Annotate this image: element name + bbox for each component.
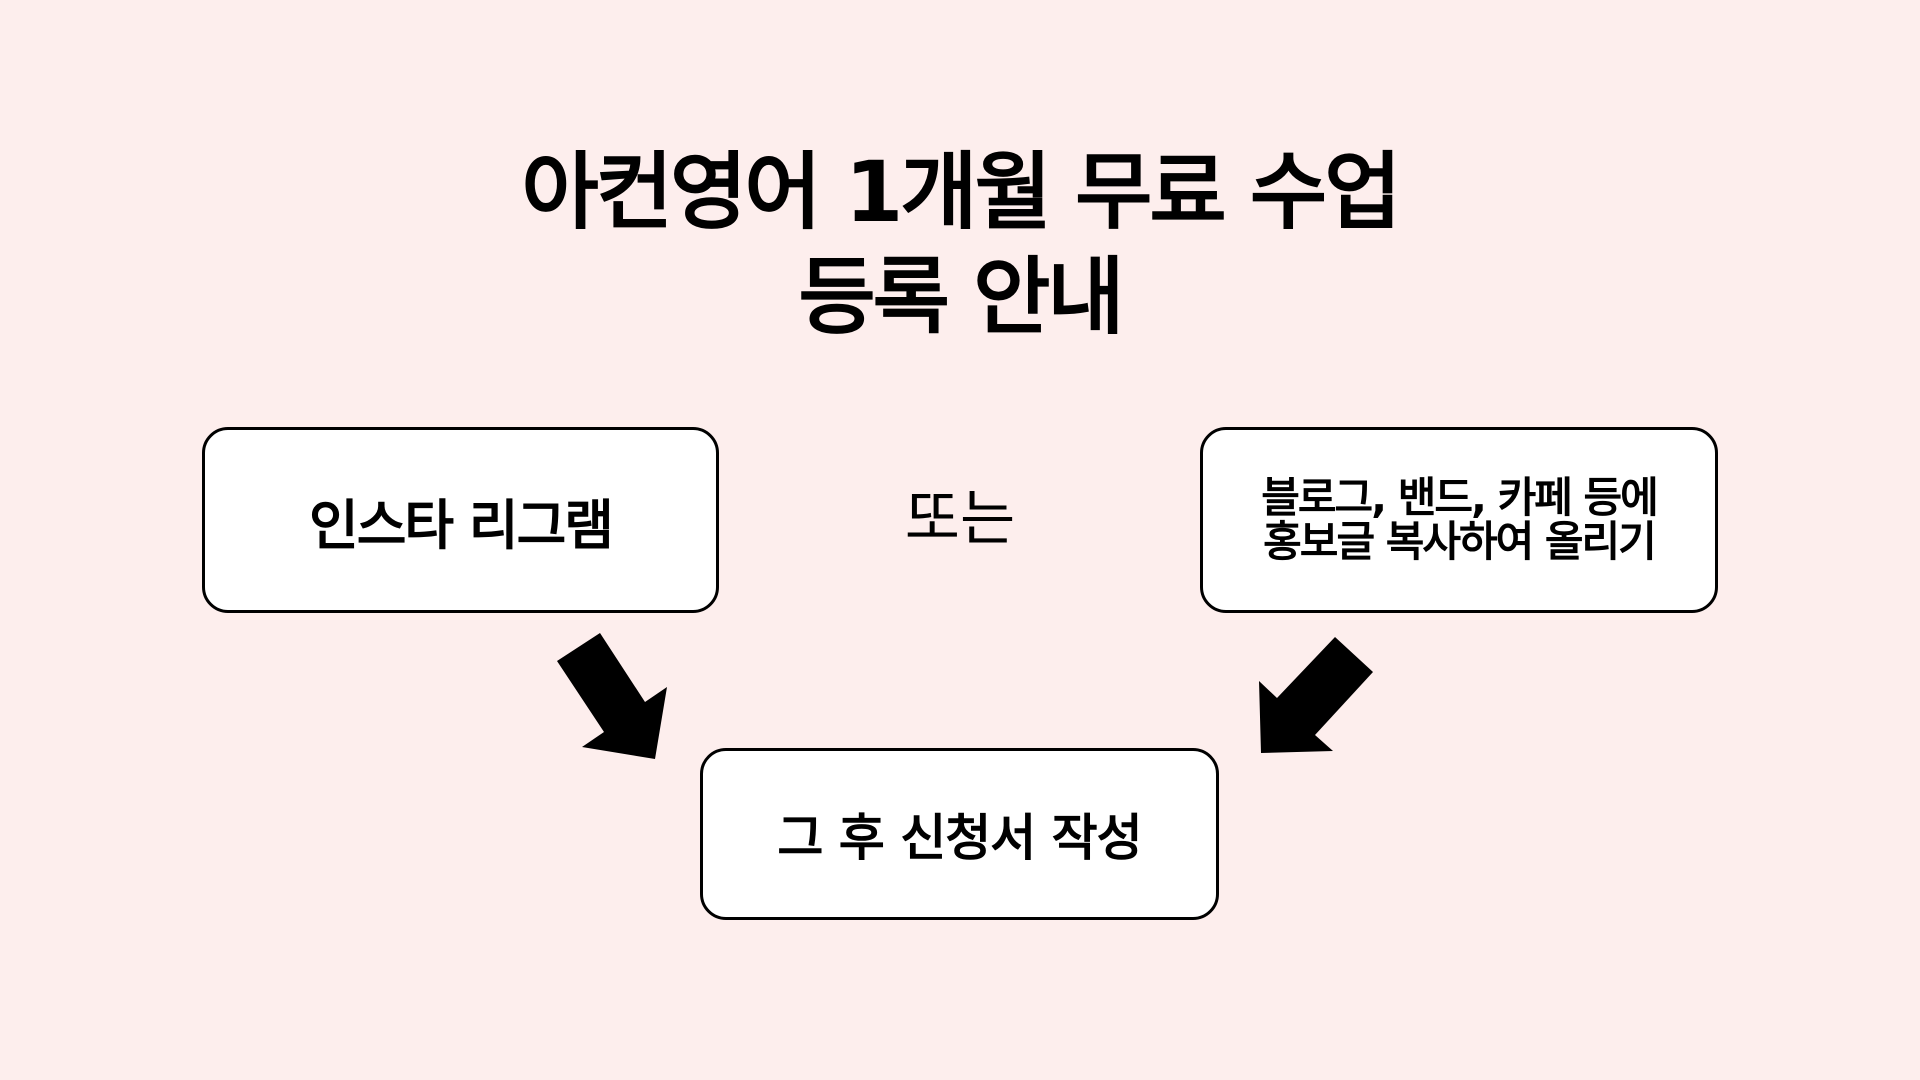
- arrow-down-left-icon: [1259, 637, 1373, 753]
- blog-share-line-2: 홍보글 복사하여 올리기: [1263, 517, 1657, 566]
- title-line-1: 아컨영어 1개월 무료 수업: [521, 143, 1402, 241]
- application-form-label: 그 후 신청서 작성: [777, 809, 1142, 867]
- application-form-box: 그 후 신청서 작성: [700, 748, 1219, 920]
- instagram-regram-box: 인스타 리그램: [202, 427, 719, 613]
- blog-share-box: 블로그, 밴드, 카페 등에 홍보글 복사하여 올리기: [1200, 427, 1718, 613]
- blog-share-line-1: 블로그, 밴드, 카페 등에: [1261, 473, 1659, 522]
- instagram-regram-label: 인스타 리그램: [309, 493, 614, 557]
- title-line-2: 등록 안내: [798, 248, 1124, 346]
- arrow-down-right-icon: [557, 633, 667, 759]
- or-label: 또는: [904, 484, 1016, 554]
